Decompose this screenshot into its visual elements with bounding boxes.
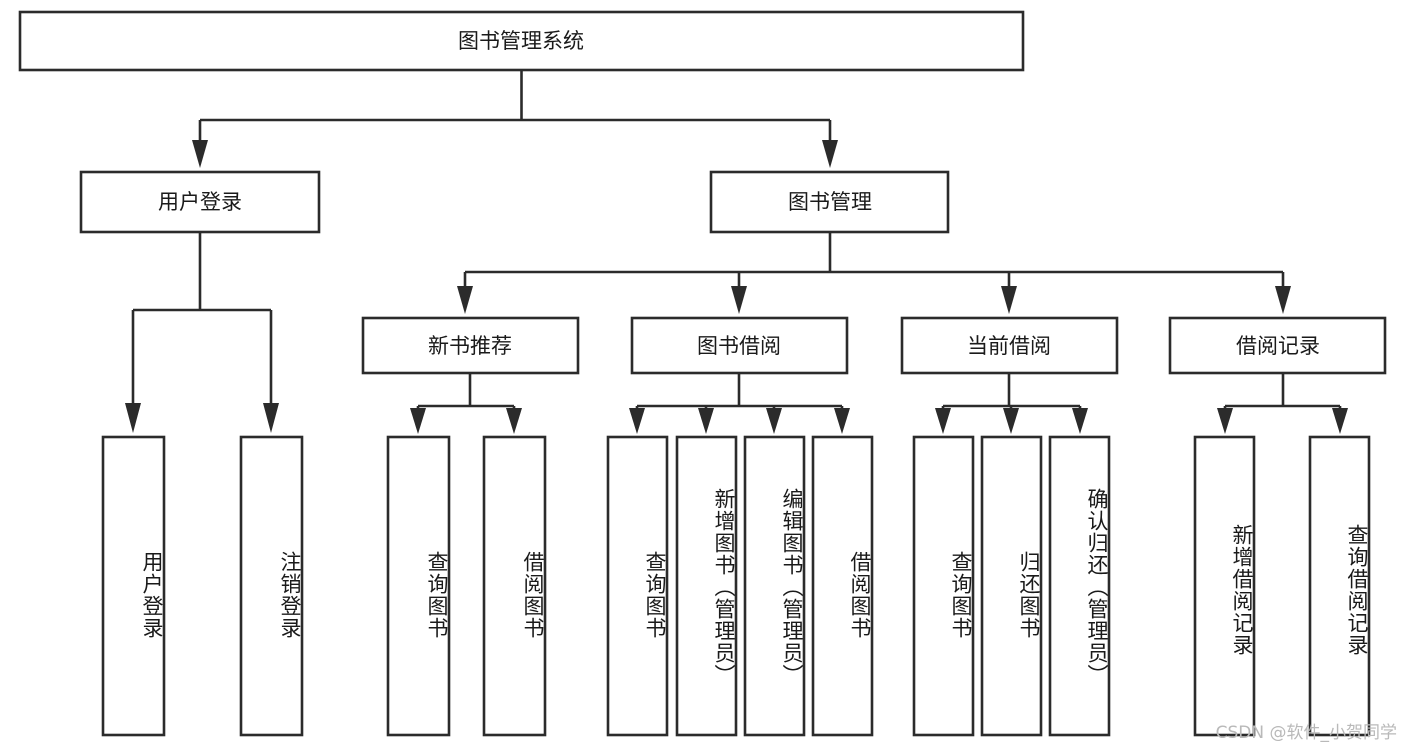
arrow-icon-leaf-borrow-book-a: [506, 408, 522, 434]
arrow-icon-leaf-query-book-b: [629, 408, 645, 434]
node-new-book-recommend-label: 新书推荐: [428, 334, 512, 358]
connector-borrowrecord-to-leaves: [1217, 373, 1348, 434]
arrow-icon-leaf-query-record: [1332, 408, 1348, 434]
arrow-icon-leaf-query-book-a: [410, 408, 426, 434]
csdn-watermark: CSDN @软件_小贺同学: [1215, 723, 1397, 743]
leaf-box-logout[interactable]: [239, 435, 304, 737]
leaf-box-return-book[interactable]: [980, 435, 1043, 737]
node-borrow-record[interactable]: 借阅记录: [1168, 316, 1387, 375]
node-user-login[interactable]: 用户登录: [79, 170, 321, 234]
connector-currentborrow-to-leaves: [935, 373, 1088, 434]
node-user-login-box[interactable]: [79, 170, 321, 234]
node-current-borrow[interactable]: 当前借阅: [900, 316, 1119, 375]
node-new-book-recommend-box[interactable]: [361, 316, 580, 375]
leaf-box-borrow-book-b[interactable]: [811, 435, 874, 737]
connector-bookborrow-to-leaves: [629, 373, 850, 434]
leaf-box-user-login[interactable]: [101, 435, 166, 737]
leaf-box-query-record[interactable]: [1308, 435, 1371, 737]
connector-root-to-level2: [192, 70, 838, 168]
leaf-box-edit-book[interactable]: [743, 435, 806, 737]
connector-bookmgmt-to-level3: [457, 232, 1291, 314]
leaf-box-borrow-book-a[interactable]: [482, 435, 547, 737]
node-book-borrow-label: 图书借阅: [697, 334, 781, 358]
node-root[interactable]: 图书管理系统: [18, 10, 1025, 72]
leaf-box-query-book-a[interactable]: [386, 435, 451, 737]
arrow-icon-leaf-borrow-book-b: [834, 408, 850, 434]
arrow-icon-to-book-mgmt: [822, 140, 838, 168]
leaf-box-query-book-c[interactable]: [912, 435, 975, 737]
node-book-borrow[interactable]: 图书借阅: [630, 316, 849, 375]
node-root-label: 图书管理系统: [458, 29, 584, 53]
node-current-borrow-label: 当前借阅: [967, 334, 1051, 358]
node-user-login-label: 用户登录: [158, 190, 242, 214]
node-current-borrow-box[interactable]: [900, 316, 1119, 375]
leaf-box-confirm-return[interactable]: [1048, 435, 1111, 737]
arrow-icon-to-borrow-record: [1275, 286, 1291, 314]
arrow-icon-to-book-borrow: [731, 286, 747, 314]
arrow-icon-leaf-user-login: [125, 403, 141, 433]
arrow-icon-to-current-borrow: [1001, 286, 1017, 314]
node-book-management-box[interactable]: [709, 170, 950, 234]
leaf-box-add-record[interactable]: [1193, 435, 1256, 737]
arrow-icon-leaf-add-book: [698, 408, 714, 434]
leaf-box-query-book-b[interactable]: [606, 435, 669, 737]
node-borrow-record-label: 借阅记录: [1236, 334, 1320, 358]
arrow-icon-leaf-logout: [263, 403, 279, 433]
arrow-icon-leaf-add-record: [1217, 408, 1233, 434]
node-borrow-record-box[interactable]: [1168, 316, 1387, 375]
arrow-icon-leaf-edit-book: [766, 408, 782, 434]
connector-userlogin-to-leaves: [125, 232, 279, 433]
connector-newbookrec-to-leaves: [410, 373, 522, 434]
arrow-icon-to-user-login: [192, 140, 208, 168]
arrow-icon-to-new-book-rec: [457, 286, 473, 314]
arrow-icon-leaf-return-book: [1003, 408, 1019, 434]
node-book-management-label: 图书管理: [788, 190, 872, 214]
node-new-book-recommend[interactable]: 新书推荐: [361, 316, 580, 375]
node-book-borrow-box[interactable]: [630, 316, 849, 375]
node-book-management[interactable]: 图书管理: [709, 170, 950, 234]
arrow-icon-leaf-confirm-return: [1072, 408, 1088, 434]
arrow-icon-leaf-query-book-c: [935, 408, 951, 434]
leaf-box-add-book[interactable]: [675, 435, 738, 737]
node-root-box[interactable]: [18, 10, 1025, 72]
